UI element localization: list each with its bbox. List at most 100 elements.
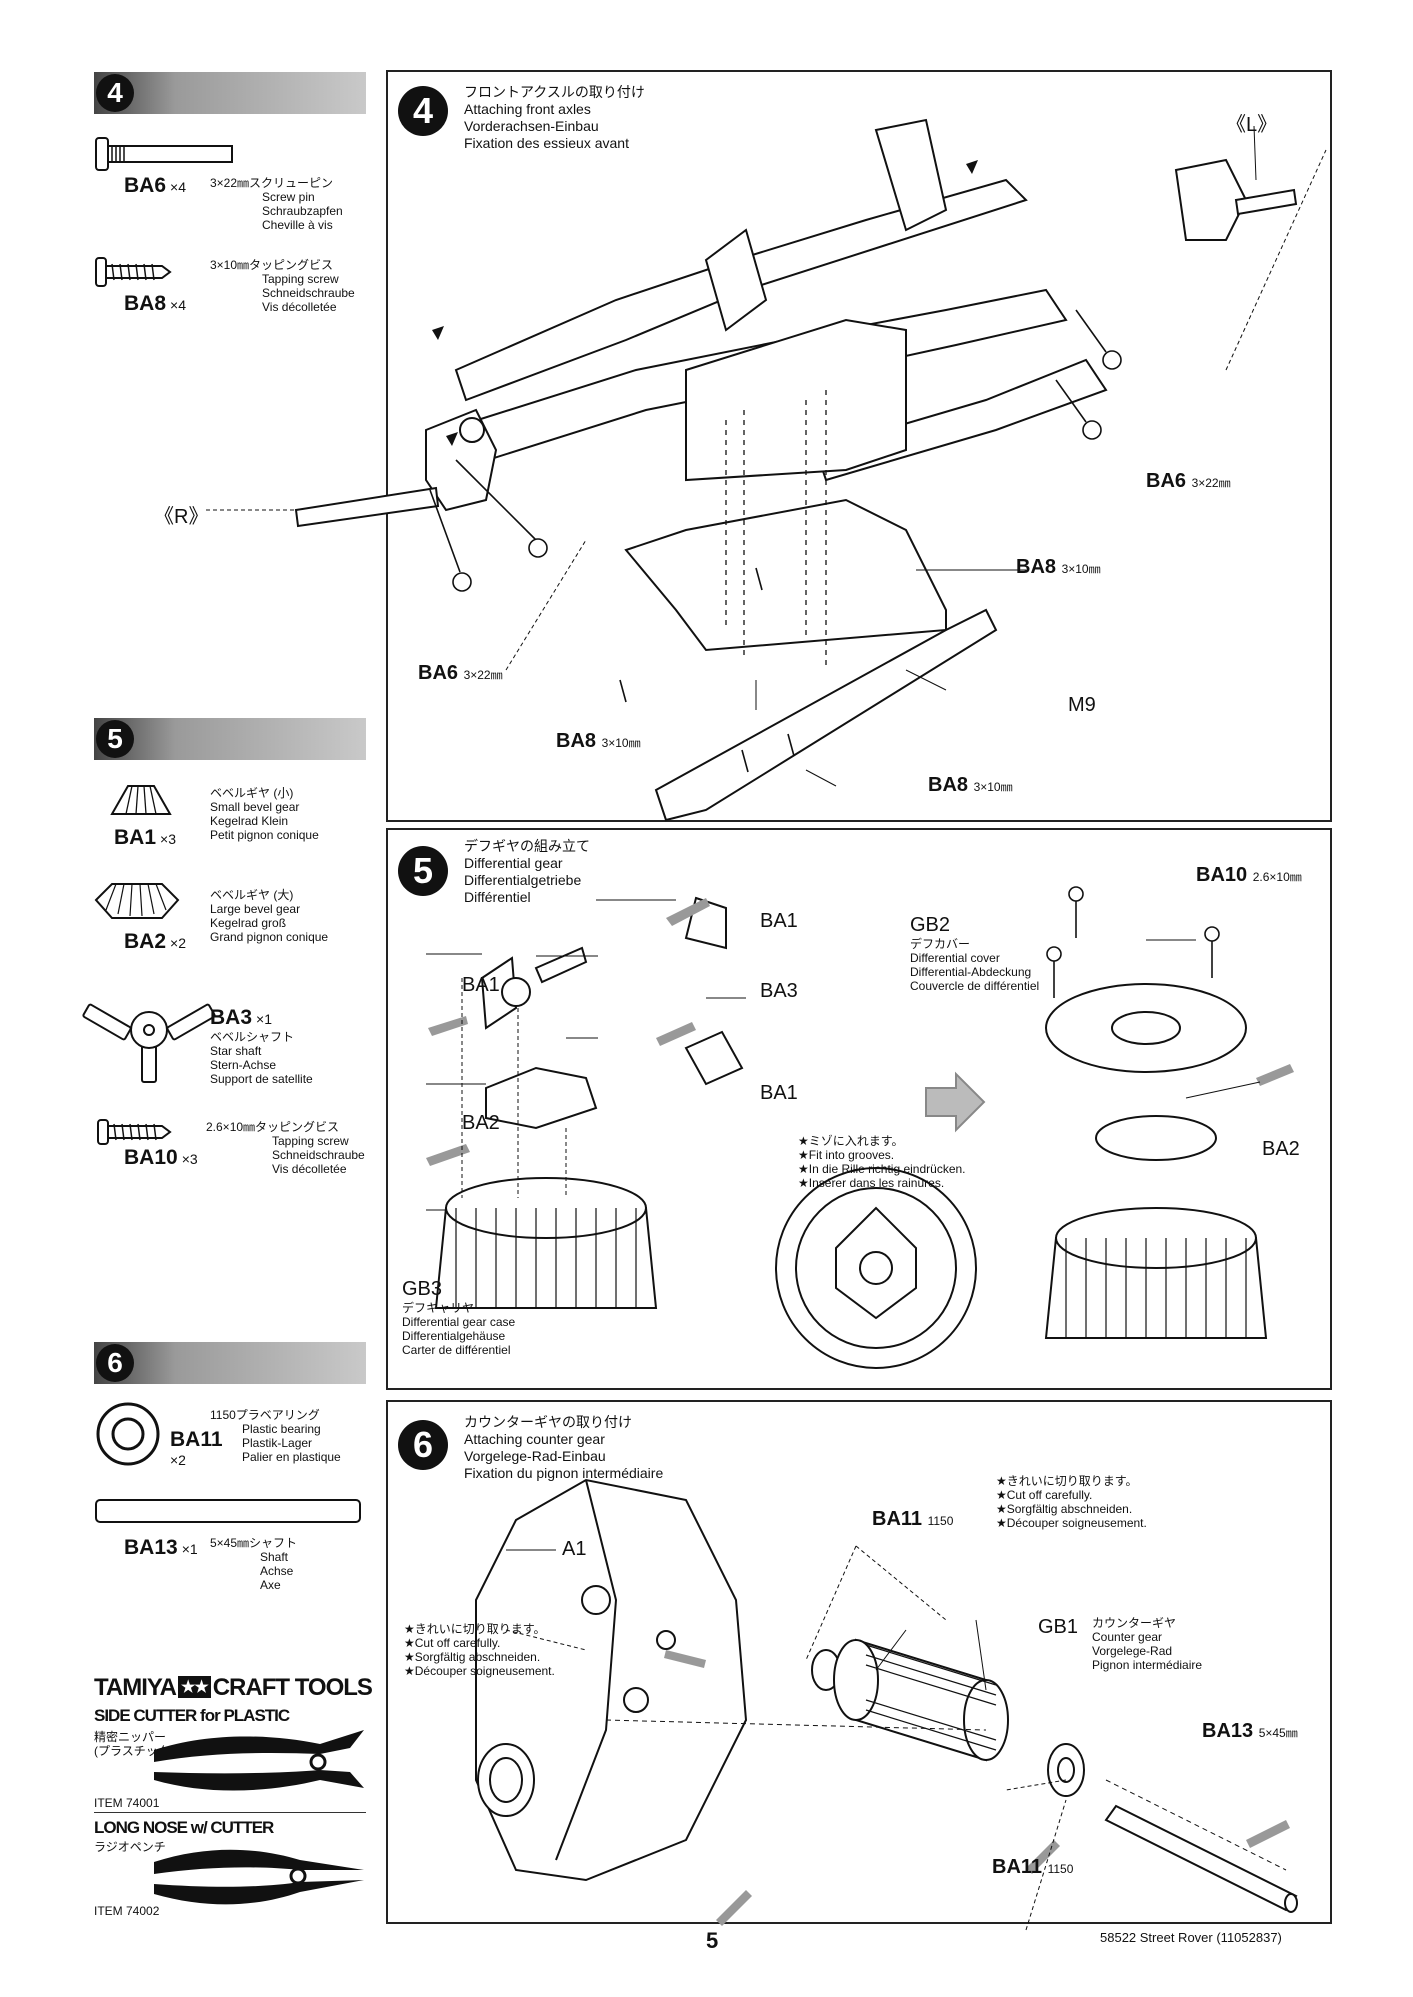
tool1-name: SIDE CUTTER for PLASTIC bbox=[94, 1706, 290, 1725]
desc-en: Differential gear case bbox=[402, 1315, 516, 1329]
desc-en: Counter gear bbox=[1092, 1630, 1163, 1644]
desc-fr: Support de satellite bbox=[210, 1072, 313, 1086]
callout-code: BA11 bbox=[992, 1856, 1043, 1878]
step4-header-bar bbox=[94, 72, 366, 114]
callout-code: BA13 bbox=[1202, 1720, 1254, 1742]
part-code: BA2 bbox=[124, 930, 167, 953]
callout-size: 3×10㎜ bbox=[1061, 562, 1101, 576]
title-fr: Fixation du pignon intermédiaire bbox=[464, 1465, 664, 1481]
panel4-title: フロントアクスルの取り付け Attaching front axles Vord… bbox=[464, 84, 645, 152]
panel6-number: 6 bbox=[398, 1420, 448, 1470]
tapping-screw-small-icon bbox=[97, 1119, 172, 1145]
front-suspension-assembly-drawing bbox=[206, 118, 1327, 822]
note-jp: ★ミゾに入れます。 bbox=[798, 1134, 904, 1148]
callout-code: BA6 bbox=[418, 662, 459, 684]
part-ba6-desc: 3×22㎜スクリューピン Screw pin Schraubzapfen Che… bbox=[210, 176, 390, 232]
title-de: Differentialgetriebe bbox=[464, 872, 582, 888]
step6-header-bar bbox=[94, 1342, 366, 1384]
page-number: 5 bbox=[706, 1928, 719, 1953]
callout-ba6-left: BA6 3×22㎜ bbox=[418, 662, 503, 685]
desc-en: Large bevel gear bbox=[210, 902, 301, 916]
label-R: 《R》 bbox=[154, 506, 209, 528]
part-ba1-desc: ベベルギヤ (小) Small bevel gear Kegelrad Klei… bbox=[210, 786, 390, 842]
callout-code: GB1 bbox=[1038, 1616, 1079, 1638]
document-id: 58522 Street Rover (11052837) bbox=[1100, 1930, 1282, 1945]
desc-en: Tapping screw bbox=[262, 272, 339, 286]
step4-panel bbox=[386, 70, 1332, 822]
desc-de: Kegelrad Klein bbox=[210, 814, 289, 828]
callout-size: 2.6×10㎜ bbox=[1252, 870, 1302, 884]
part-ba3-desc: ベベルシャフト Star shaft Stern-Achse Support d… bbox=[210, 1030, 390, 1086]
desc-jp: デフキャリヤ bbox=[402, 1301, 475, 1315]
label-a1: A1 bbox=[562, 1538, 587, 1560]
desc-jp: ベベルギヤ (大) bbox=[210, 888, 294, 902]
desc-de: Differentialgehäuse bbox=[402, 1329, 506, 1343]
desc-en: Star shaft bbox=[210, 1044, 262, 1058]
tool1-item: ITEM 74001 bbox=[94, 1796, 160, 1810]
desc-jp: 3×22㎜スクリューピン bbox=[210, 176, 334, 190]
label-ba10: BA10 2.6×10㎜ bbox=[1196, 864, 1302, 887]
desc-fr: Axe bbox=[260, 1578, 281, 1592]
part-ba11: BA11 ×2 bbox=[170, 1428, 223, 1468]
tool2-jp: ラジオペンチ bbox=[94, 1840, 166, 1854]
desc-fr: Petit pignon conique bbox=[210, 828, 319, 842]
callout-ba6-right: BA6 3×22㎜ bbox=[1146, 470, 1231, 493]
callout-code: BA6 bbox=[1146, 470, 1187, 492]
part-ba8-desc: 3×10㎜タッピングビス Tapping screw Schneidschrau… bbox=[210, 258, 390, 314]
note-de: ★Sorgfältig abschneiden. bbox=[996, 1502, 1133, 1516]
long-nose-pliers-icon bbox=[154, 1849, 364, 1905]
desc-en: Differential cover bbox=[910, 951, 1000, 965]
title-jp: フロントアクスルの取り付け bbox=[464, 84, 645, 100]
note-de: ★In die Rille richtig eindrücken. bbox=[798, 1162, 966, 1176]
part-qty: ×2 bbox=[170, 1452, 186, 1468]
label-ba2-left: BA2 bbox=[462, 1112, 500, 1134]
callout-ba8-left: BA8 3×10㎜ bbox=[556, 730, 641, 753]
panel6-title: カウンターギヤの取り付け Attaching counter gear Vorg… bbox=[464, 1414, 663, 1482]
desc-fr: Carter de différentiel bbox=[402, 1343, 511, 1357]
desc-jp: カウンターギヤ bbox=[1092, 1616, 1177, 1630]
callout-ba8-bottom: BA8 3×10㎜ bbox=[928, 774, 1013, 797]
tools-divider bbox=[94, 1812, 366, 1813]
part-ba13-desc: 5×45㎜シャフト Shaft Achse Axe bbox=[210, 1536, 370, 1592]
callout-size: 5×45㎜ bbox=[1258, 1726, 1298, 1740]
desc-jp: ベベルシャフト bbox=[210, 1030, 295, 1044]
label-ba1-bottom: BA1 bbox=[760, 1082, 798, 1104]
desc-jp: 2.6×10㎜タッピングビス bbox=[206, 1120, 340, 1134]
panel4-number: 4 bbox=[398, 86, 448, 136]
callout-code: BA10 bbox=[1196, 864, 1248, 886]
panel5-title: デフギヤの組み立て Differential gear Differential… bbox=[464, 838, 590, 906]
part-code: BA11 bbox=[170, 1428, 223, 1451]
label-ba13: BA13 5×45㎜ bbox=[1202, 1720, 1298, 1743]
part-ba11-desc: 1150プラベアリング Plastic bearing Plastik-Lage… bbox=[210, 1408, 380, 1464]
tool1-jp1: 精密ニッパー bbox=[94, 1730, 167, 1744]
step4-number: 4 bbox=[96, 74, 134, 112]
desc-de: Schneidschraube bbox=[262, 286, 355, 300]
desc-de: Vorgelege-Rad bbox=[1092, 1644, 1173, 1658]
callout-size: 1150 bbox=[1047, 1862, 1074, 1876]
part-ba3: BA3×1 bbox=[210, 1006, 272, 1030]
screw-pin-icon bbox=[95, 137, 233, 171]
desc-jp: ベベルギヤ (小) bbox=[210, 786, 294, 800]
part-qty: ×1 bbox=[256, 1011, 272, 1027]
part-code: BA3 bbox=[210, 1006, 253, 1029]
title-en: Attaching front axles bbox=[464, 101, 591, 117]
desc-fr: Vis décolletée bbox=[272, 1162, 347, 1176]
title-en: Attaching counter gear bbox=[464, 1431, 605, 1447]
desc-jp: デフカバー bbox=[910, 937, 971, 951]
callout-ba8-right: BA8 3×10㎜ bbox=[1016, 556, 1101, 579]
label-ba3: BA3 bbox=[760, 980, 798, 1002]
part-ba2: BA2×2 bbox=[124, 930, 186, 954]
desc-en: Tapping screw bbox=[272, 1134, 349, 1148]
label-gb3: GB3 デフキャリヤ Differential gear case Differ… bbox=[402, 1278, 515, 1357]
callout-size: 1150 bbox=[927, 1514, 954, 1528]
side-cutter-icon bbox=[154, 1730, 364, 1791]
part-ba2-desc: ベベルギヤ (大) Large bevel gear Kegelrad groß… bbox=[210, 888, 390, 944]
part-ba10: BA10×3 bbox=[124, 1146, 198, 1170]
note-fr: ★Insérer dans les rainures. bbox=[798, 1176, 945, 1190]
note-jp: ★きれいに切り取ります。 bbox=[404, 1622, 546, 1636]
desc-de: Schraubzapfen bbox=[262, 204, 343, 218]
large-bevel-gear-icon bbox=[94, 883, 180, 919]
title-de: Vorderachsen-Einbau bbox=[464, 118, 599, 134]
desc-fr: Couvercle de différentiel bbox=[910, 979, 1040, 993]
desc-de: Kegelrad groß bbox=[210, 916, 287, 930]
